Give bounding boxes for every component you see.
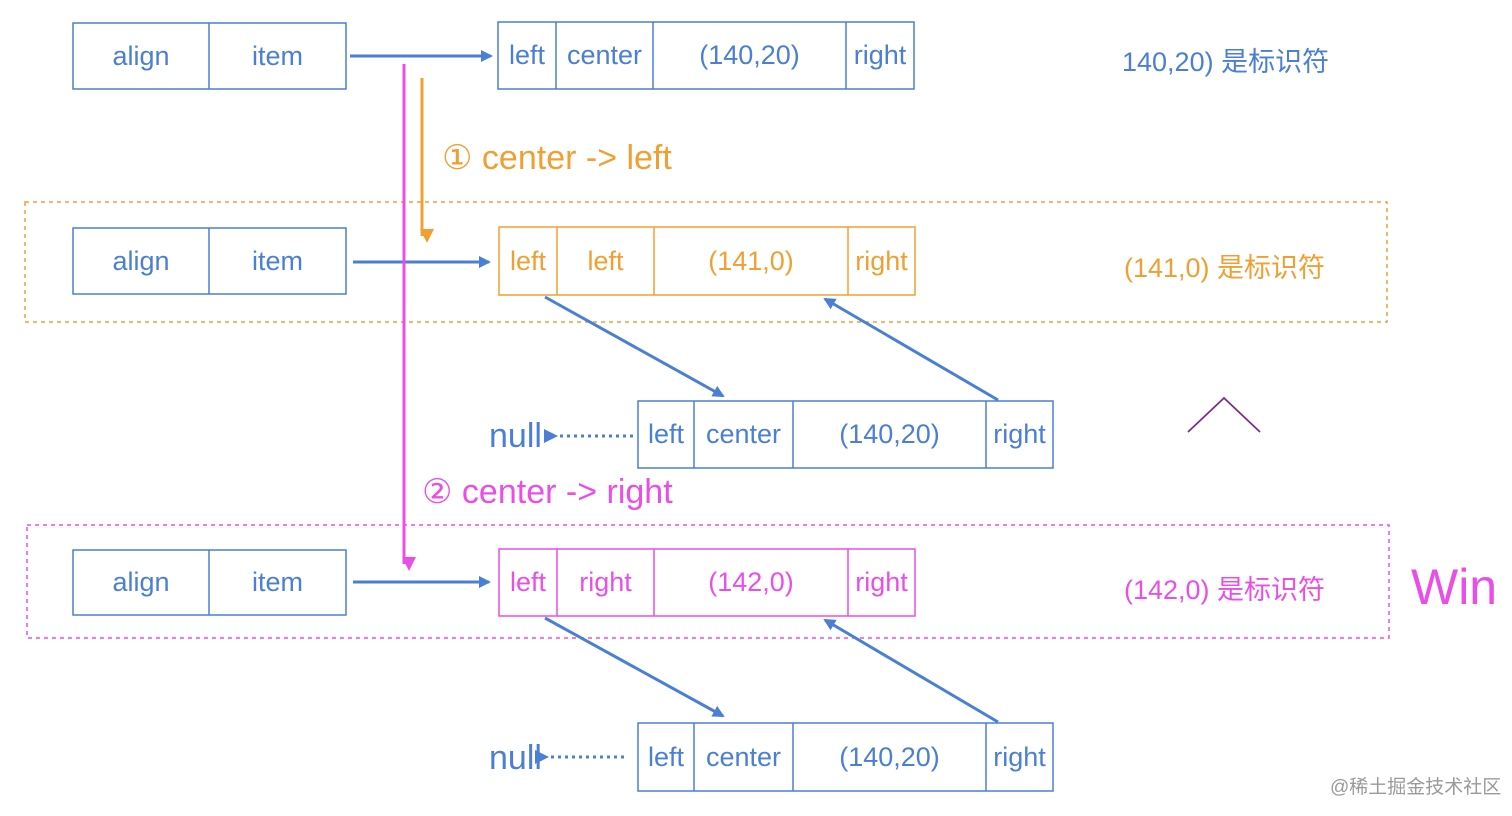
null-label-1: null bbox=[489, 417, 542, 455]
win-label: Win bbox=[1411, 559, 1498, 615]
sub1-id: (140,20) bbox=[839, 419, 940, 449]
sub1-center: center bbox=[705, 419, 782, 449]
null-label-2: null bbox=[489, 739, 542, 777]
sub-node2-box bbox=[637, 722, 1054, 792]
row2-key-item: item bbox=[251, 245, 303, 276]
row3-node-left: left bbox=[509, 567, 547, 597]
step1-frame bbox=[24, 201, 1388, 323]
caret-mark bbox=[1187, 396, 1261, 433]
row2-node-second: left bbox=[587, 245, 624, 276]
step2-frame bbox=[26, 524, 1390, 639]
step2-label: ② center -> right bbox=[422, 473, 673, 511]
sub2-id: (140,20) bbox=[839, 741, 940, 772]
sub2-right: right bbox=[993, 741, 1046, 772]
row3-key-align: align bbox=[112, 567, 170, 597]
row3-left-pointer bbox=[544, 616, 725, 718]
row1-node-second: center bbox=[566, 40, 643, 70]
row3-key-item: item bbox=[251, 567, 303, 597]
row2-node-left: left bbox=[509, 245, 547, 276]
sub2-center: center bbox=[705, 741, 782, 772]
sub1-right: right bbox=[993, 419, 1046, 449]
step1-label: ① center -> left bbox=[442, 139, 672, 177]
row2-key-align: align bbox=[112, 245, 170, 276]
row3-node-box bbox=[498, 548, 916, 617]
row2-left-pointer bbox=[544, 295, 725, 398]
row3-node-id: (142,0) bbox=[708, 567, 794, 597]
sub-node1-box bbox=[637, 400, 1054, 469]
row1-node-right: right bbox=[853, 40, 907, 70]
row2-key-box bbox=[72, 227, 347, 295]
row3-identifier-note: (142,0) 是标识符 bbox=[1124, 575, 1326, 605]
row1-key-align: align bbox=[112, 40, 170, 71]
row3-node-right: right bbox=[855, 567, 908, 597]
row2-identifier-note: (141,0) 是标识符 bbox=[1124, 253, 1326, 283]
row1-node-id: (140,20) bbox=[699, 40, 800, 70]
row2-node-right: right bbox=[855, 245, 908, 276]
row3-key-box bbox=[72, 549, 347, 616]
row2-node-box bbox=[498, 226, 916, 296]
row1-node-box bbox=[497, 21, 915, 90]
row2-right-pointer bbox=[823, 297, 999, 402]
row2-node-id: (141,0) bbox=[708, 245, 794, 276]
row1-node-left: left bbox=[508, 40, 546, 70]
row1-key-item: item bbox=[251, 40, 303, 71]
row1-key-box bbox=[72, 22, 347, 90]
sub2-left: left bbox=[647, 741, 685, 772]
row3-right-pointer bbox=[823, 618, 999, 724]
watermark: @稀土掘金技术社区 bbox=[1330, 777, 1502, 798]
row1-identifier-note: 140,20) 是标识符 bbox=[1122, 47, 1330, 77]
row3-node-second: right bbox=[579, 567, 632, 597]
sub1-left: left bbox=[647, 419, 685, 449]
